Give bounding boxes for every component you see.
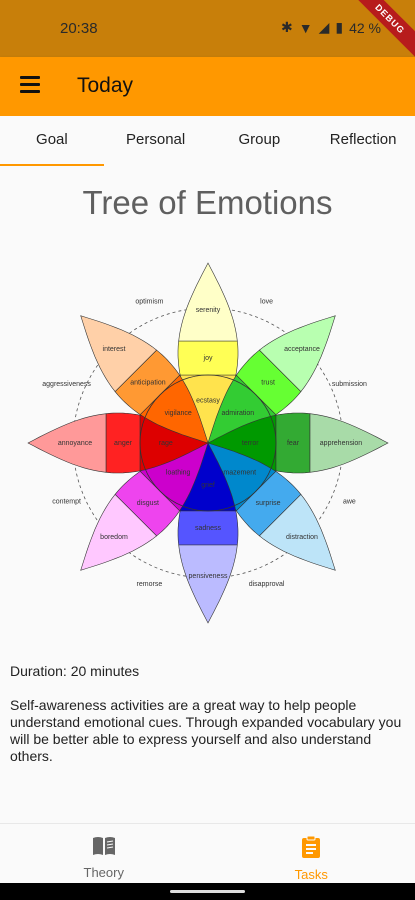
emotion-label: apprehension bbox=[320, 440, 363, 447]
emotion-label: boredom bbox=[100, 534, 128, 541]
nav-tasks[interactable]: Tasks bbox=[208, 824, 415, 883]
emotion-label: anticipation bbox=[130, 380, 166, 387]
bottom-navigation: Theory Tasks bbox=[0, 823, 415, 883]
app-title: Today bbox=[77, 74, 134, 97]
dyad-label: aggressiveness bbox=[42, 381, 91, 388]
petal-band-outer bbox=[178, 544, 238, 624]
emotion-label: annoyance bbox=[58, 440, 92, 447]
page-title: Tree of Emotions bbox=[82, 184, 333, 221]
petal-band-outer bbox=[27, 413, 107, 473]
dyad-label: disapproval bbox=[249, 581, 285, 588]
battery-percent: 42 % bbox=[349, 19, 381, 36]
emotion-label: terror bbox=[242, 440, 259, 447]
dyad-label: contempt bbox=[52, 498, 81, 505]
emotion-label: acceptance bbox=[284, 346, 320, 353]
bluetooth-icon: ✱ bbox=[280, 19, 293, 35]
signal-icon: ◢ bbox=[318, 19, 330, 35]
emotion-label: disgust bbox=[137, 500, 159, 507]
dyad-label: love bbox=[260, 298, 273, 305]
battery-icon: ▮ bbox=[335, 19, 344, 35]
dyad-label: submission bbox=[332, 381, 367, 388]
inner-circle bbox=[139, 374, 277, 512]
emotion-label: pensiveness bbox=[189, 573, 228, 580]
emotion-wheel: ecstasy joy serenity admiration trust accepta… bbox=[27, 262, 389, 624]
dyad-label: optimism bbox=[135, 298, 163, 305]
tab-personal[interactable]: Personal bbox=[126, 131, 186, 148]
tab-reflection[interactable]: Reflection bbox=[329, 131, 397, 148]
nav-theory-label: Theory bbox=[83, 865, 124, 880]
menu-icon[interactable] bbox=[20, 76, 40, 96]
emotion-label: trust bbox=[261, 380, 275, 387]
emotion-label: fear bbox=[287, 440, 300, 447]
emotion-label: ecstasy bbox=[196, 398, 220, 405]
emotion-label: loathing bbox=[166, 470, 191, 477]
wifi-icon: ▼ bbox=[298, 19, 313, 36]
nav-theory[interactable]: Theory bbox=[0, 824, 208, 883]
emotion-label: rage bbox=[159, 440, 173, 447]
emotion-label: distraction bbox=[286, 534, 318, 541]
description-text: Self-awareness activities are a great wa… bbox=[10, 697, 402, 764]
status-time: 20:38 bbox=[60, 20, 98, 37]
app-bar: Today bbox=[0, 57, 415, 116]
emotion-label: amazement bbox=[220, 470, 257, 477]
petal-band-outer bbox=[80, 493, 158, 571]
duration-text: Duration: 20 minutes bbox=[10, 663, 140, 679]
dyad-label: remorse bbox=[137, 581, 163, 588]
petal-band-outer bbox=[258, 493, 336, 571]
home-indicator[interactable] bbox=[170, 890, 245, 893]
emotion-label: sadness bbox=[195, 525, 222, 532]
status-icons: ✱ ▼ ◢ ▮ 42 % bbox=[281, 19, 381, 36]
petal-band-outer bbox=[258, 315, 336, 393]
emotion-label: surprise bbox=[256, 500, 281, 507]
dyad-label: awe bbox=[343, 498, 356, 505]
emotion-label: interest bbox=[103, 346, 126, 353]
system-navigation-bar bbox=[0, 883, 415, 900]
clipboard-icon bbox=[302, 835, 321, 858]
emotion-label: admiration bbox=[221, 410, 254, 417]
emotion-label: serenity bbox=[196, 307, 221, 314]
emotion-label: vigilance bbox=[165, 410, 192, 417]
book-icon bbox=[92, 837, 115, 855]
emotion-label: joy bbox=[203, 355, 213, 362]
petal-band-outer bbox=[178, 262, 238, 342]
emotion-label: grief bbox=[201, 482, 215, 489]
petal-band-outer bbox=[80, 315, 158, 393]
tab-group[interactable]: Group bbox=[238, 131, 281, 148]
status-bar: 20:38 ✱ ▼ ◢ ▮ 42 % DEBUG bbox=[0, 0, 415, 65]
tab-bar: Goal Personal Group Reflection bbox=[0, 116, 415, 166]
tab-goal[interactable]: Goal bbox=[0, 116, 104, 166]
petal-band-outer bbox=[309, 413, 389, 473]
emotion-label: anger bbox=[114, 440, 133, 447]
nav-tasks-label: Tasks bbox=[294, 867, 328, 882]
